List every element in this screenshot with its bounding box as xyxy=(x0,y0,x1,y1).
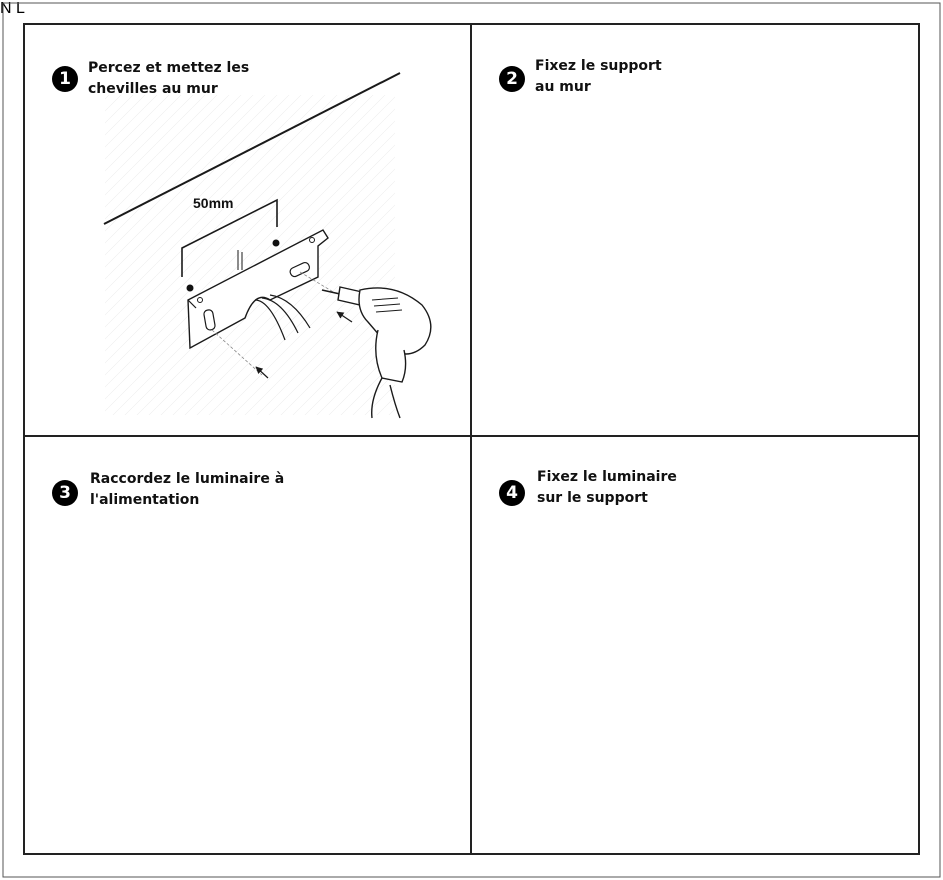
panel-3-title-line1: Raccordez le luminaire à xyxy=(90,471,285,487)
mounting-bracket xyxy=(187,229,329,350)
panel-2-title-line2: au mur xyxy=(535,79,591,95)
panel-1-title-line2: chevilles au mur xyxy=(88,81,218,97)
panel-1-title-line1: Percez et mettez les xyxy=(88,60,250,76)
dimension-bracket xyxy=(181,198,278,277)
dimension-label: 50mm xyxy=(193,195,233,211)
panel-1-title: Percez et mettez les chevilles au mur xyxy=(88,58,249,100)
step-badge-1: 1 xyxy=(52,66,78,92)
step-badge-4: 4 xyxy=(499,480,525,506)
step-badge-2: 2 xyxy=(499,66,525,92)
panel-3-wiring: N L xyxy=(0,0,25,17)
panel-4-title-line1: Fixez le luminaire xyxy=(537,469,677,485)
panel-2-title: Fixez le support au mur xyxy=(535,56,662,98)
drill-hole-left xyxy=(186,284,194,292)
live-label: L xyxy=(16,0,25,17)
supply-wires xyxy=(254,294,311,341)
ceiling-line: N L xyxy=(0,0,25,17)
supply-cable: N L xyxy=(0,0,25,17)
panel-3-title-line2: l'alimentation xyxy=(90,492,200,508)
live-wire: N L xyxy=(0,0,25,17)
drill-hole-right xyxy=(272,239,280,247)
panel-4-title-line2: sur le support xyxy=(537,490,648,506)
bracket-hole: N L xyxy=(0,0,25,17)
ceiling-line xyxy=(103,72,401,225)
panel-1-drill: 50mm xyxy=(103,72,432,419)
panel-3-title: Raccordez le luminaire à l'alimentation xyxy=(90,469,284,511)
neutral-connector: N L xyxy=(0,0,25,17)
neutral-label: N xyxy=(0,0,12,17)
panel-4-title: Fixez le luminaire sur le support xyxy=(537,467,677,509)
neutral-wire: N L xyxy=(0,0,25,17)
mounting-bracket: N L xyxy=(0,0,25,17)
drill-icon xyxy=(321,286,432,419)
step-badge-3: 3 xyxy=(52,480,78,506)
panel-2-title-line1: Fixez le support xyxy=(535,58,662,74)
live-connector: N L xyxy=(0,0,25,17)
